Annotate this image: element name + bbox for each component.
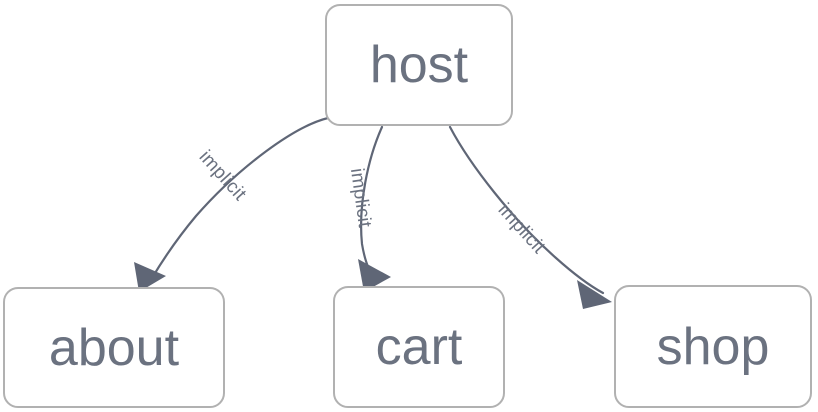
- edge-host-about-arrowhead: [134, 262, 166, 292]
- edge-host-shop-label: implicit: [494, 199, 550, 258]
- node-about[interactable]: about: [3, 287, 225, 408]
- node-shop-label: shop: [656, 317, 770, 376]
- node-cart-label: cart: [375, 318, 463, 376]
- node-shop[interactable]: shop: [614, 285, 812, 408]
- edge-host-shop[interactable]: implicit: [448, 125, 612, 309]
- node-host-label: host: [369, 36, 469, 94]
- edge-host-about-path: [150, 116, 330, 280]
- edge-host-about-label: implicit: [195, 146, 251, 205]
- edge-host-cart-label: implicit: [346, 167, 375, 230]
- node-about-label: about: [48, 318, 180, 377]
- node-cart[interactable]: cart: [333, 286, 505, 408]
- node-host[interactable]: host: [325, 4, 513, 126]
- edge-host-cart[interactable]: implicit: [346, 125, 391, 292]
- edge-host-cart-arrowhead: [358, 259, 391, 292]
- edge-host-shop-path: [448, 125, 605, 295]
- edge-host-shop-arrowhead: [577, 280, 612, 309]
- edge-host-about[interactable]: implicit: [134, 116, 330, 292]
